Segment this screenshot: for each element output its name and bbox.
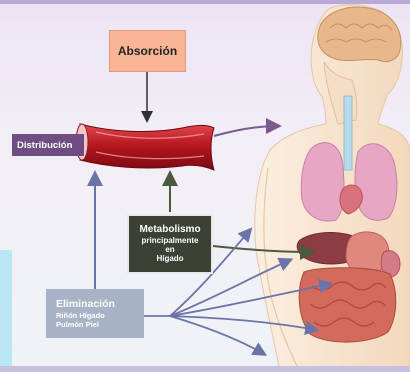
human-body-figure <box>255 5 410 372</box>
absorcion-label: Absorción <box>118 44 177 58</box>
right-lung <box>355 144 397 221</box>
eliminacion-line2: Riñón Hígado <box>56 311 105 320</box>
intestines <box>299 268 396 342</box>
metabolismo-label-box: Metabolismo principalmente en Hígado <box>127 214 213 274</box>
brain-shape <box>318 7 401 61</box>
absorcion-label-box: Absorción <box>109 30 186 72</box>
trachea <box>344 96 352 170</box>
distribucion-label-box: Distribución <box>12 134 84 156</box>
metabolismo-line2: principalmente <box>142 236 199 245</box>
eliminacion-line3: Pulmón Piel <box>56 320 99 329</box>
eliminacion-label-box: Eliminación Riñón Hígado Pulmón Piel <box>46 289 144 338</box>
distribution-arrow <box>214 126 278 136</box>
left-lung <box>301 143 344 221</box>
eliminacion-title: Eliminación <box>56 298 115 311</box>
blood-vessel <box>76 124 214 170</box>
metabolismo-line3: en <box>165 245 174 254</box>
distribucion-label: Distribución <box>17 140 72 151</box>
metabolismo-title: Metabolismo <box>139 224 200 236</box>
metabolismo-line4: Hígado <box>156 254 183 263</box>
bottom-border <box>0 366 410 372</box>
